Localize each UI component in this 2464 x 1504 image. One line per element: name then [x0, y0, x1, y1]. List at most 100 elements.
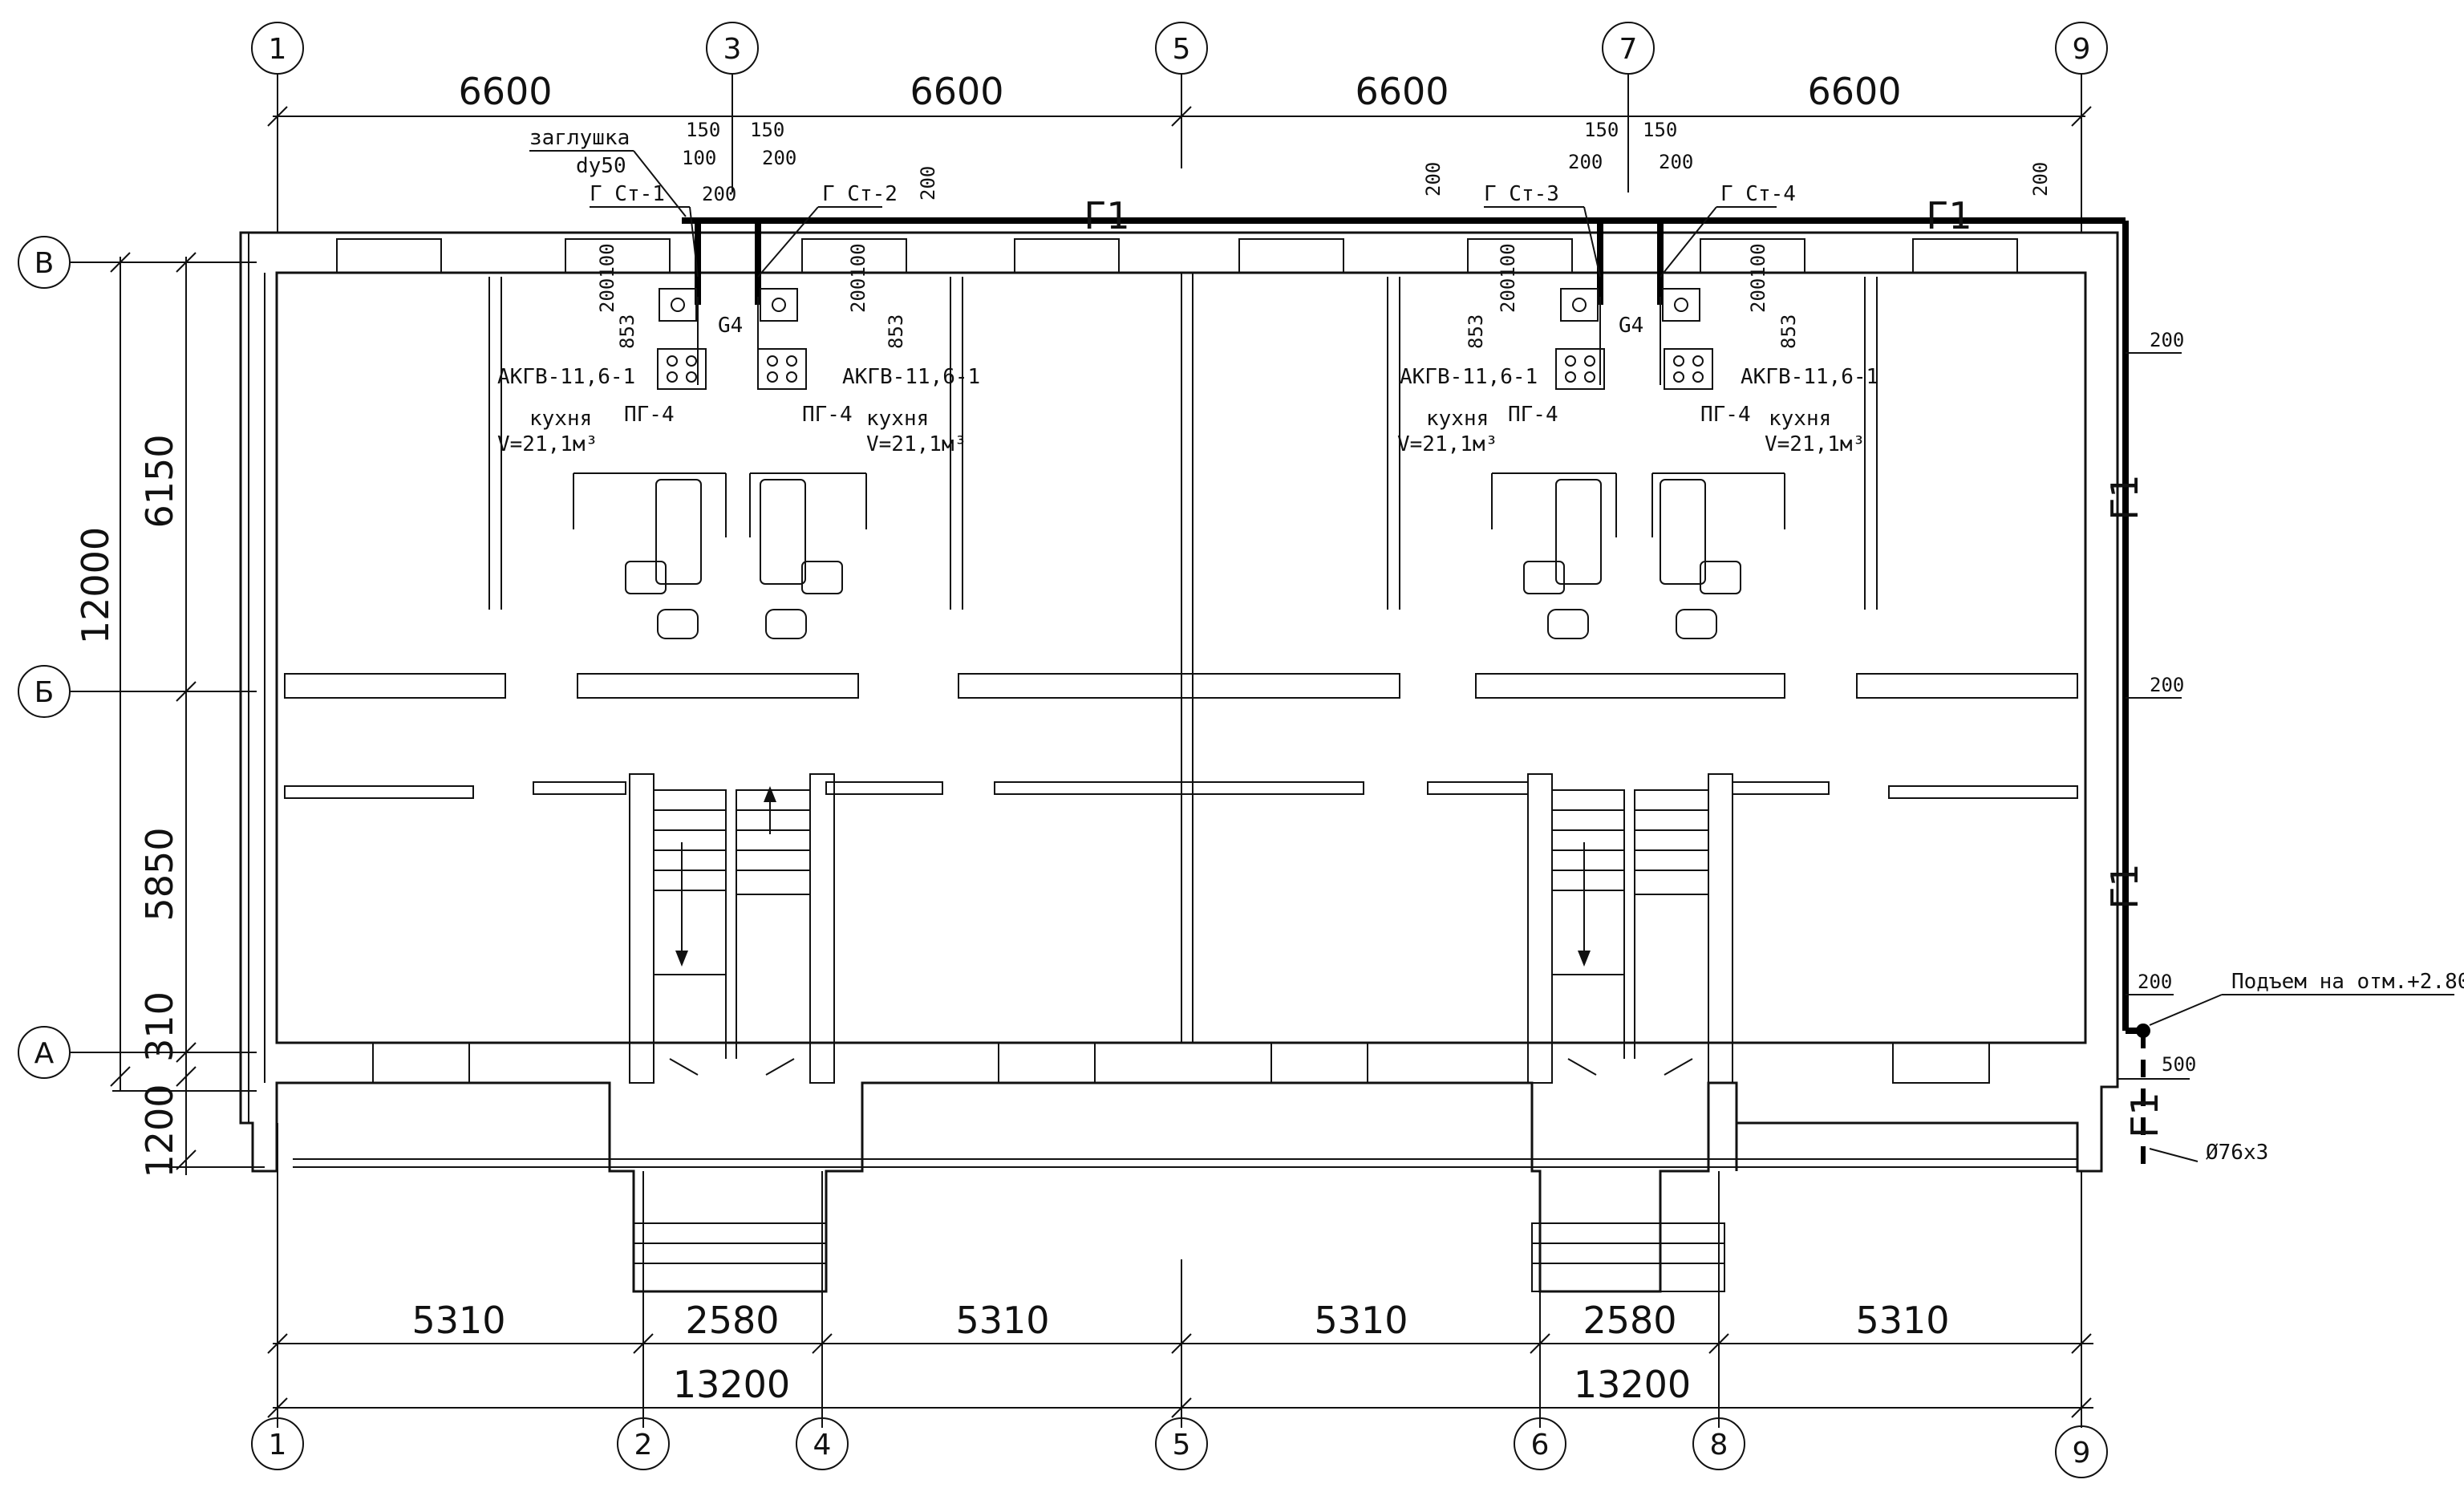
dim-s-853c: 853 [1465, 314, 1487, 349]
stove-label-1: ПГ-4 [624, 403, 675, 427]
riser-label-2: Г Ст-2 [822, 182, 898, 206]
dim-left-1200: 1200 [138, 1084, 181, 1178]
axis-bottom-6: 6 [1531, 1429, 1550, 1461]
stove-label-3: ПГ-4 [1508, 403, 1558, 427]
kitchen-appliances [657, 288, 1713, 390]
dim-s-200100d: 200100 [1747, 243, 1769, 313]
volume-label-4: V=21,1м³ [1765, 432, 1865, 456]
riser-label-4: Г Ст-4 [1720, 182, 1796, 206]
dim-right-500: 500 [2162, 1053, 2196, 1076]
dim-s-200100c: 200100 [1497, 243, 1519, 313]
kitchen-label-2: кухня [866, 407, 929, 431]
dim-s-200e: 200 [917, 166, 939, 201]
dim-right-200b: 200 [2150, 674, 2184, 696]
valve-label-1: G4 [718, 314, 743, 338]
dim-top-3: 6600 [1355, 70, 1449, 113]
top-dimension-chain: 6600 6600 6600 6600 [267, 70, 2092, 127]
dim-bottom-2: 2580 [685, 1299, 779, 1342]
valve-label-2: G4 [1619, 314, 1643, 338]
boiler-label-1: АКГВ-11,6-1 [497, 365, 635, 389]
riser-label-3: Г Ст-3 [1484, 182, 1559, 206]
dim-s-200d: 200 [1659, 151, 1693, 173]
axis-left-V: В [34, 247, 55, 280]
axis-top-5: 5 [1173, 33, 1191, 66]
axis-top-1: 1 [269, 33, 287, 66]
kitchen-label-3: кухня [1426, 407, 1489, 431]
gas-pipeline [682, 217, 2150, 1171]
dim-s-200c: 200 [1568, 151, 1603, 173]
dim-left-6150: 6150 [138, 434, 181, 528]
dim-s-100: 100 [682, 147, 716, 169]
boiler-label-4: АКГВ-11,6-1 [1741, 365, 1878, 389]
label-g1-top-b: Г1 [1926, 194, 1972, 237]
dim-s-853a: 853 [616, 314, 638, 349]
stair-left [633, 786, 827, 1292]
dim-s-150b: 150 [750, 119, 784, 141]
kitchen-label-1: кухня [529, 407, 592, 431]
axis-bottom-8: 8 [1710, 1429, 1728, 1461]
appliance-labels: АКГВ-11,6-1 АКГВ-11,6-1 АКГВ-11,6-1 АКГВ… [497, 314, 1878, 456]
dim-right-200c: 200 [2138, 971, 2172, 993]
plug-label: заглушка [529, 126, 630, 150]
bathroom-blocks [573, 472, 1785, 639]
dim-top-4: 6600 [1807, 70, 1901, 113]
dim-bottom-total-1: 13200 [673, 1363, 790, 1406]
dim-bottom-5: 2580 [1583, 1299, 1676, 1342]
label-g1-right-c: Г1 [2123, 1092, 2166, 1137]
stair-right [1531, 789, 1725, 1292]
plug-size-label: dy50 [576, 154, 626, 178]
dim-top-1: 6600 [458, 70, 552, 113]
bottom-axis-markers: 1 2 4 5 6 8 9 [251, 1417, 2108, 1478]
dim-bottom-3: 5310 [955, 1299, 1049, 1342]
gas-line-labels: Г1 Г1 Г1 Г1 Г1 [1084, 194, 2166, 1138]
dim-top-2: 6600 [910, 70, 1003, 113]
riser-small-dimensions: 150 150 100 200 200 150 150 200 200 200 … [596, 119, 2052, 349]
stove-label-2: ПГ-4 [802, 403, 853, 427]
dim-s-200g: 200 [2029, 162, 2052, 197]
left-axis-markers: В Б А [18, 236, 257, 1079]
dim-right-200a: 200 [2150, 329, 2184, 351]
dim-bottom-total-2: 13200 [1574, 1363, 1691, 1406]
dim-left-total: 12000 [74, 527, 117, 644]
axis-top-9: 9 [2073, 33, 2091, 66]
kitchen-label-4: кухня [1769, 407, 1831, 431]
axis-bottom-1: 1 [269, 1429, 287, 1461]
dim-s-200a: 200 [762, 147, 796, 169]
dim-s-200100a: 200100 [596, 243, 618, 313]
axis-bottom-2: 2 [634, 1429, 653, 1461]
dim-left-310: 310 [138, 991, 181, 1062]
dim-bottom-6: 5310 [1855, 1299, 1949, 1342]
riser-label-1: Г Ст-1 [590, 182, 665, 206]
rise-note: Подъем на отм.+2.800 [2231, 970, 2464, 994]
axis-bottom-9: 9 [2073, 1437, 2091, 1470]
top-axis-markers: 1 3 5 7 9 [251, 22, 2108, 233]
dim-s-150c: 150 [1584, 119, 1619, 141]
axis-left-B: Б [34, 676, 55, 709]
volume-label-3: V=21,1м³ [1397, 432, 1497, 456]
dim-s-200100b: 200100 [847, 243, 869, 313]
boiler-label-3: АКГВ-11,6-1 [1400, 365, 1538, 389]
dim-bottom-4: 5310 [1314, 1299, 1408, 1342]
axis-left-A: А [34, 1037, 55, 1070]
volume-label-2: V=21,1м³ [866, 432, 967, 456]
right-side-annotations: 200 200 200 500 Подъем на отм.+2.800 Ø76… [2118, 329, 2464, 1165]
dim-left-5850: 5850 [138, 827, 181, 921]
volume-label-1: V=21,1м³ [497, 432, 598, 456]
dim-s-200b: 200 [702, 183, 736, 205]
axis-bottom-5: 5 [1173, 1429, 1191, 1461]
boiler-label-2: АКГВ-11,6-1 [842, 365, 980, 389]
axis-bottom-4: 4 [813, 1429, 832, 1461]
pipe-size-note: Ø76х3 [2206, 1141, 2268, 1165]
dim-s-200f: 200 [1422, 162, 1445, 197]
axis-top-7: 7 [1619, 33, 1638, 66]
dim-s-150d: 150 [1643, 119, 1677, 141]
label-g1-right-b: Г1 [2103, 863, 2146, 909]
dim-bottom-1: 5310 [411, 1299, 505, 1342]
riser-labels: Г Ст-1 Г Ст-2 Г Ст-3 Г Ст-4 заглушка dy5… [529, 126, 1796, 278]
dim-s-853b: 853 [885, 314, 907, 349]
axis-top-3: 3 [723, 33, 742, 66]
label-g1-right-a: Г1 [2103, 474, 2146, 520]
stove-label-4: ПГ-4 [1700, 403, 1751, 427]
label-g1-top-a: Г1 [1084, 194, 1129, 237]
